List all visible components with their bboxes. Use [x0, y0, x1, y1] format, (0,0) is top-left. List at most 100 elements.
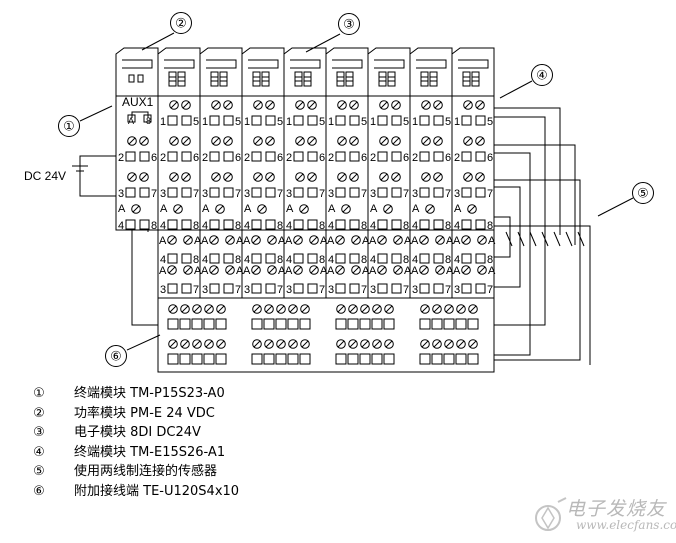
screw-terminal-icon [253, 172, 263, 182]
terminal-number: 8 [403, 254, 409, 266]
screw-terminal-icon [223, 172, 233, 182]
terminal-square [419, 151, 430, 162]
terminal-label-a: A [488, 265, 496, 277]
terminal-square [251, 283, 262, 294]
callout-number: ⑤ [637, 186, 649, 201]
screw-terminal-icon [215, 204, 225, 214]
terminal-square [223, 219, 234, 230]
terminal-square [209, 219, 220, 230]
terminal-square [203, 318, 215, 330]
screw-terminal-icon [419, 265, 429, 275]
terminal-label-a: A [202, 203, 210, 215]
screw-terminal-icon [337, 136, 347, 146]
terminal-number: 6 [193, 152, 199, 164]
terminal-label-a: A [412, 203, 420, 215]
terminal-label-a: A [320, 265, 328, 277]
screw-terminal-icon [309, 265, 319, 275]
terminal-square [467, 318, 479, 330]
screw-terminal-icon [335, 235, 345, 245]
sensor-switch-icon [553, 231, 561, 247]
screw-terminal-icon [169, 100, 179, 110]
terminal-square [377, 187, 388, 198]
screw-terminal-icon [419, 235, 429, 245]
terminal-number: 3 [328, 188, 334, 200]
legend-text: 电子模块 8DI DC24V [74, 425, 201, 440]
terminal-square [349, 115, 360, 126]
screw-terminal-icon [379, 136, 389, 146]
terminal-number: 1 [160, 116, 166, 128]
terminal-number: 4 [244, 254, 250, 266]
screw-terminal-icon [216, 339, 226, 349]
screw-terminal-icon [475, 100, 485, 110]
callout-leader [126, 334, 161, 351]
terminal-square [223, 115, 234, 126]
terminal-square [287, 353, 299, 365]
terminal-square [433, 283, 444, 294]
terminal-square [433, 219, 444, 230]
legend: ① 终端模块 TM-P15S23-A0 ② 功率模块 PM-E 24 VDC ③… [30, 384, 239, 501]
terminal-number: 3 [286, 284, 292, 296]
led-icon [177, 71, 186, 87]
terminal-number: 7 [193, 188, 199, 200]
terminal-number: 3 [160, 188, 166, 200]
terminal-square [475, 253, 486, 264]
terminal-square [223, 283, 234, 294]
terminal-number: 2 [286, 152, 292, 164]
callout-number: ① [63, 119, 75, 134]
terminal-number: 3 [244, 188, 250, 200]
screw-terminal-icon [432, 304, 442, 314]
screw-terminal-icon [456, 304, 466, 314]
terminal-number: 4 [328, 220, 334, 232]
terminal-square [461, 219, 472, 230]
terminal-square [125, 151, 136, 162]
terminal-square [125, 187, 136, 198]
terminal-number: 4 [160, 254, 166, 266]
terminal-square [191, 353, 203, 365]
terminal-square [335, 253, 346, 264]
terminal-number: 5 [235, 116, 241, 128]
terminal-number: 6 [319, 152, 325, 164]
terminal-label-a: A [201, 235, 209, 247]
terminal-number: 1 [202, 116, 208, 128]
screw-terminal-icon [173, 204, 183, 214]
terminal-label-a: A [327, 235, 335, 247]
terminal-square [383, 353, 395, 365]
terminal-square [251, 219, 262, 230]
screw-terminal-icon [288, 304, 298, 314]
terminal-number: 8 [403, 220, 409, 232]
screw-terminal-icon [425, 204, 435, 214]
screw-terminal-icon [167, 235, 177, 245]
terminal-number: 6 [235, 152, 241, 164]
terminal-square [467, 353, 479, 365]
led-icon [261, 71, 270, 87]
terminal-number: 6 [151, 152, 157, 164]
terminal-square [433, 115, 444, 126]
terminal-number: 1 [328, 116, 334, 128]
terminal-number: 5 [193, 116, 199, 128]
screw-terminal-icon [341, 204, 351, 214]
terminal-square [391, 151, 402, 162]
screw-terminal-icon [463, 172, 473, 182]
terminal-square [293, 253, 304, 264]
terminal-number: 4 [286, 254, 292, 266]
terminal-square [265, 253, 276, 264]
terminal-square [461, 151, 472, 162]
led-icon [303, 71, 312, 87]
screw-terminal-icon [168, 304, 178, 314]
terminal-number: 4 [202, 254, 208, 266]
terminal-number: 6 [361, 152, 367, 164]
screw-terminal-icon [168, 339, 178, 349]
screw-terminal-icon [209, 265, 219, 275]
screw-terminal-icon [372, 304, 382, 314]
terminal-square [461, 253, 472, 264]
terminal-label-a: A [404, 265, 412, 277]
screw-terminal-icon [225, 235, 235, 245]
terminal-number: 7 [151, 188, 157, 200]
screw-terminal-icon [337, 172, 347, 182]
terminal-square [215, 318, 227, 330]
screw-terminal-icon [211, 172, 221, 182]
terminal-square [209, 151, 220, 162]
terminal-number: 1 [244, 116, 250, 128]
terminal-square [347, 353, 359, 365]
terminal-square [209, 283, 220, 294]
